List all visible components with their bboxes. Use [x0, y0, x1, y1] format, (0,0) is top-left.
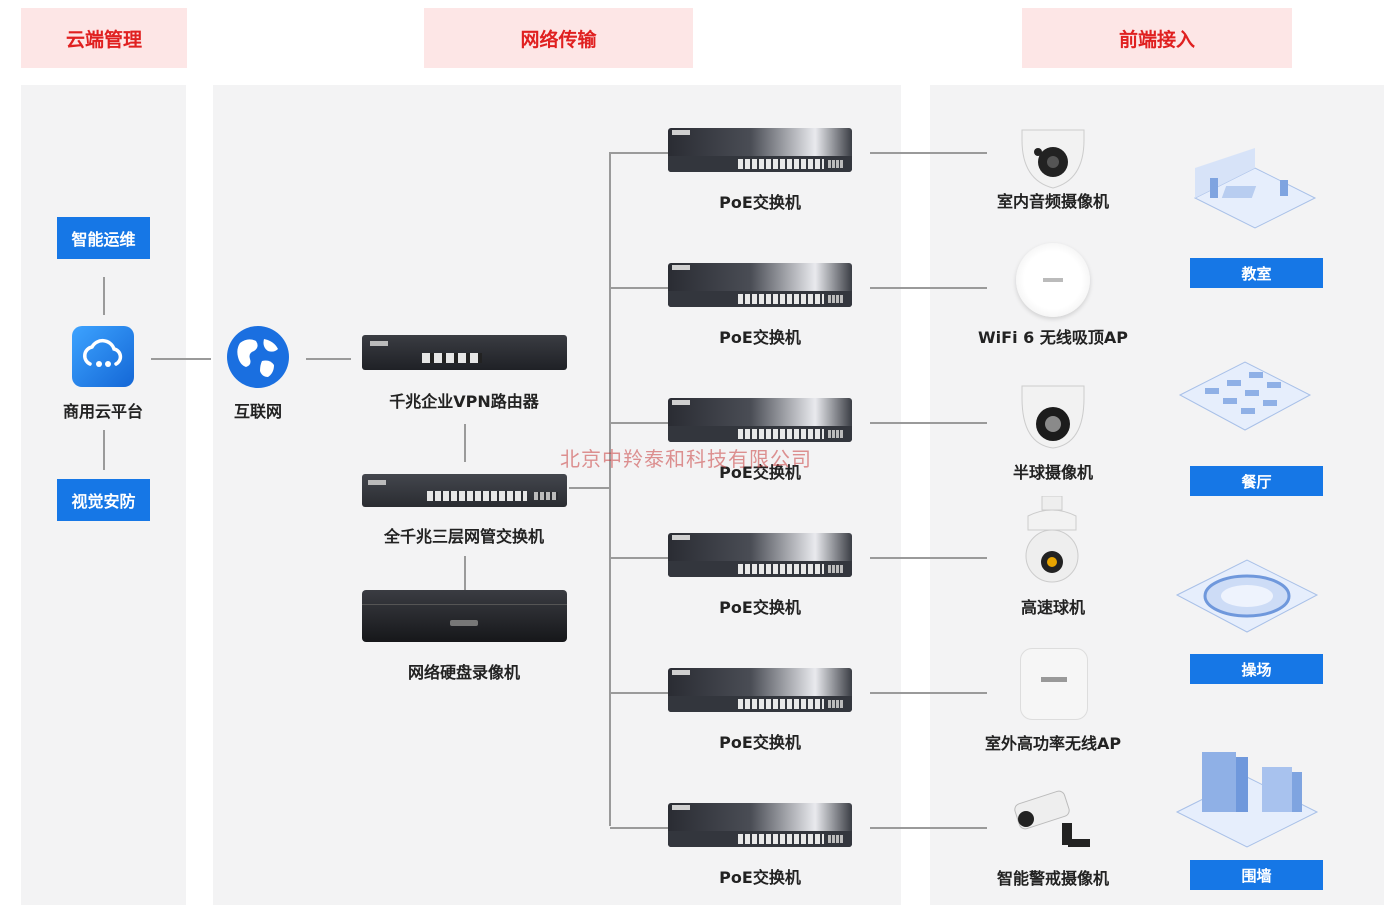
device-link-line [870, 692, 987, 694]
scene-canteen-button[interactable]: 餐厅 [1190, 466, 1323, 496]
playground-illustration [1172, 540, 1302, 635]
speed-dome-camera-icon [1020, 496, 1084, 590]
scene-wall-button[interactable]: 围墙 [1190, 860, 1323, 890]
smart-alert-camera-icon [1012, 785, 1096, 861]
poe-switch-device [668, 398, 852, 442]
connector-line [569, 487, 610, 489]
poe-switch-label: PoE交换机 [680, 324, 840, 348]
header-frontend-access: 前端接入 [1022, 8, 1292, 68]
device-link-line [870, 557, 987, 559]
nvr-device [362, 590, 567, 642]
poe-switch-label: PoE交换机 [680, 594, 840, 618]
header-network-transmission: 网络传输 [424, 8, 693, 68]
dome-camera-icon [1016, 380, 1090, 456]
branch-line [610, 557, 668, 559]
device-link-line [870, 827, 987, 829]
internet-label: 互联网 [208, 398, 308, 422]
connector-line [103, 277, 105, 315]
poe-switch-device [668, 668, 852, 712]
indoor-audio-camera-icon [1016, 122, 1090, 194]
smart-ops-button[interactable]: 智能运维 [57, 217, 150, 259]
poe-switch-device [668, 128, 852, 172]
wall-illustration [1172, 742, 1302, 837]
vpn-router-device [362, 335, 567, 370]
branch-line [610, 422, 668, 424]
scene-classroom-button[interactable]: 教室 [1190, 258, 1323, 288]
branch-line [610, 692, 668, 694]
scene-playground-button[interactable]: 操场 [1190, 654, 1323, 684]
connector-line [103, 430, 105, 470]
connector-line [151, 358, 211, 360]
branch-line [610, 287, 668, 289]
device-link-line [870, 152, 987, 154]
nvr-label: 网络硬盘录像机 [364, 659, 564, 683]
ceiling-ap-icon [1016, 243, 1090, 317]
poe-switch-label: PoE交换机 [680, 864, 840, 888]
connector-line [464, 424, 466, 462]
branch-line [610, 152, 668, 154]
connector-line [464, 556, 466, 590]
classroom-illustration [1185, 148, 1315, 243]
watermark-text: 北京中羚泰和科技有限公司 [560, 443, 812, 472]
core-switch-label: 全千兆三层网管交换机 [354, 523, 574, 547]
canteen-illustration [1175, 350, 1305, 445]
core-switch-device [362, 474, 567, 507]
visual-security-button[interactable]: 视觉安防 [57, 479, 150, 521]
device-label: 半球摄像机 [963, 459, 1143, 483]
poe-switch-label: PoE交换机 [680, 189, 840, 213]
device-link-line [870, 422, 987, 424]
device-label: WiFi 6 无线吸顶AP [953, 324, 1153, 348]
cloud-platform-icon [72, 326, 134, 387]
device-label: 室内音频摄像机 [963, 188, 1143, 212]
outdoor-ap-icon [1020, 648, 1088, 720]
device-link-line [870, 287, 987, 289]
vpn-router-label: 千兆企业VPN路由器 [364, 388, 564, 412]
header-cloud-management: 云端管理 [21, 8, 187, 68]
poe-switch-device [668, 533, 852, 577]
poe-switch-device [668, 263, 852, 307]
cloud-platform-label: 商用云平台 [43, 398, 163, 422]
globe-icon [226, 325, 290, 393]
poe-switch-device [668, 803, 852, 847]
poe-switch-label: PoE交换机 [680, 729, 840, 753]
device-label: 室外高功率无线AP [953, 730, 1153, 754]
branch-line [610, 827, 668, 829]
device-label: 智能警戒摄像机 [963, 865, 1143, 889]
connector-line [306, 358, 351, 360]
device-label: 高速球机 [963, 594, 1143, 618]
trunk-line [609, 152, 611, 826]
